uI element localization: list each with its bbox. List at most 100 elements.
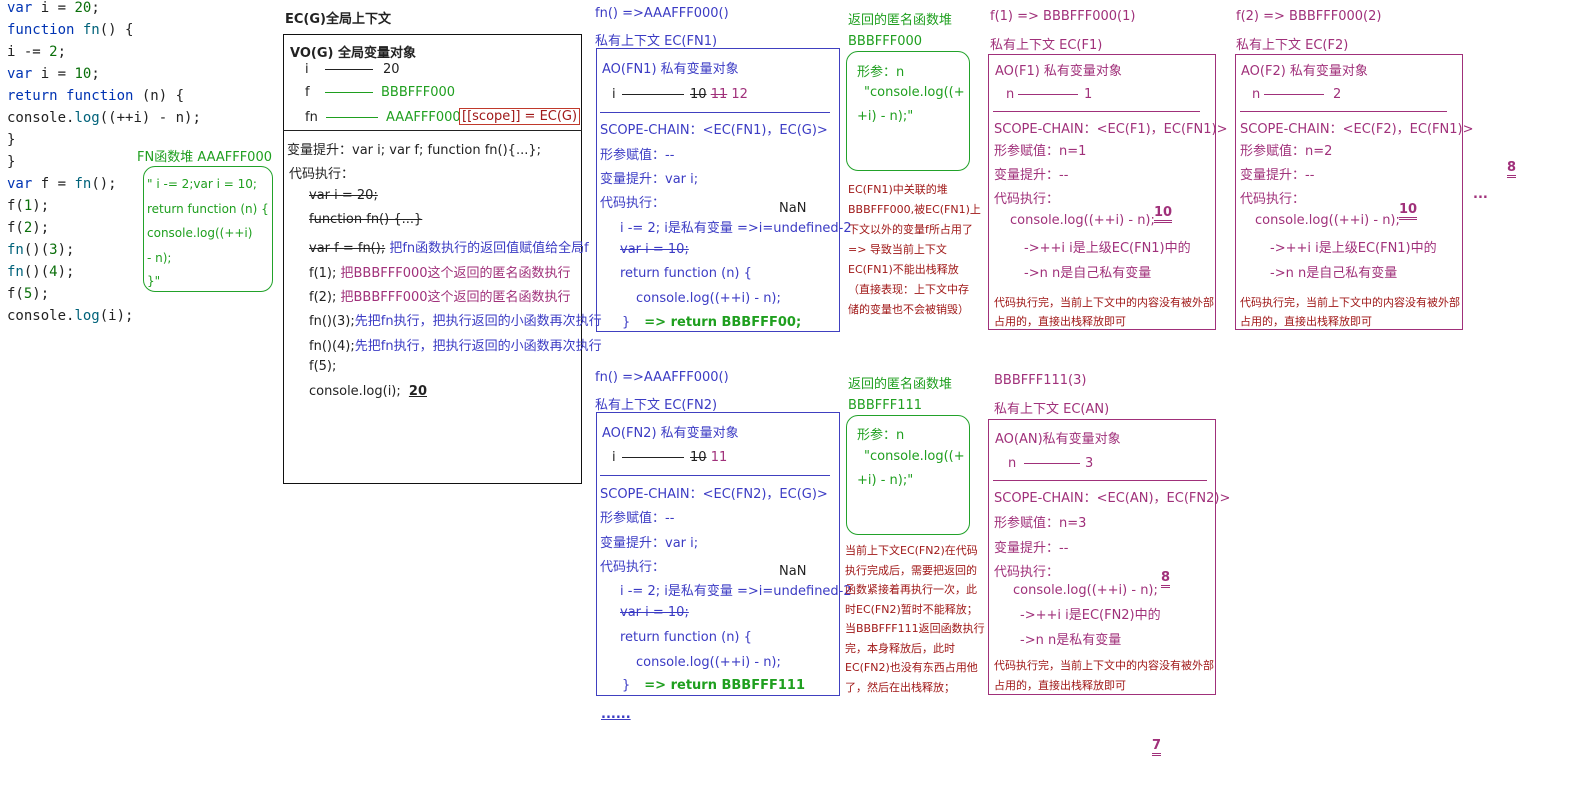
anon2-line-2: "console.log((+ xyxy=(864,449,965,464)
f2-var-name: n xyxy=(1252,87,1261,102)
anon2-line-1: 形参：n xyxy=(857,428,905,443)
fn2-header-2: 私有上下文 EC(FN2) xyxy=(595,398,718,413)
ecg-title: EC(G)全局上下文 xyxy=(285,12,391,27)
fn2-var-name: i xyxy=(612,450,616,465)
anon1-line-2: "console.log((+ xyxy=(864,85,965,100)
f2-header-1: f(2) => BBBFFF000(2) xyxy=(1236,9,1382,24)
fn1-var-values: 10 11 12 xyxy=(690,87,748,102)
fn2-line-4: console.log((++i) - n); xyxy=(636,655,781,670)
code-line-9: var f = fn(); xyxy=(7,176,117,192)
f1-var-name: n xyxy=(1006,87,1015,102)
anon1-line-1: 形参：n xyxy=(857,65,905,80)
ecg-step-3: var f = fn(); 把fn函数执行的返回值赋值给全局f xyxy=(309,241,589,256)
fn-heap-title: FN函数堆 AAAFFF000 xyxy=(137,150,272,165)
ecg-step-1: var i = 20; xyxy=(309,188,378,203)
f2-comment-1: ->++i i是上级EC(FN1)中的 xyxy=(1270,241,1437,256)
f1-log: console.log((++i) - n); xyxy=(1010,213,1155,228)
f1-foot-2: 占用的，直接出栈释放即可 xyxy=(994,315,1126,328)
f1-header-2: 私有上下文 EC(F1) xyxy=(990,38,1103,53)
fn1-line-5: }=> return BBBFFF00; xyxy=(622,315,802,330)
f2-log: console.log((++i) - n); xyxy=(1255,213,1400,228)
fn2-line-5: }=> return BBBFFF111 xyxy=(622,678,805,693)
vo-divider xyxy=(283,130,582,131)
fn-heap-line-4: - n); xyxy=(147,251,172,265)
fn1-divider xyxy=(600,112,830,113)
code-line-15: console.log(i); xyxy=(7,308,134,324)
fn2-chain: SCOPE-CHAIN：<EC(FN2)，EC(G)> xyxy=(600,487,828,502)
fn2-divider xyxy=(600,475,830,476)
fn2-var-arrow xyxy=(622,457,684,458)
code-line-3: i -= 2; xyxy=(7,44,67,60)
code-line-7: } xyxy=(7,132,16,148)
fn-scope-badge: [[scope]] = EC(G) xyxy=(459,108,581,125)
f1-var-value: 1 xyxy=(1084,87,1093,102)
vo-var-f-arrow xyxy=(325,92,373,93)
fn2-line-2: var i = 10; xyxy=(620,605,689,620)
f2-var-value: 2 xyxy=(1333,87,1342,102)
f1-header-1: f(1) => BBBFFF000(1) xyxy=(990,9,1136,24)
f1-result: 10 xyxy=(1154,206,1173,223)
fn2-line-3: return function (n) { xyxy=(620,630,752,645)
ecg-step-4: f(1); 把BBBFFF000这个返回的匿名函数执行 xyxy=(309,266,571,281)
anon1-addr: BBBFFF000 xyxy=(848,34,923,49)
ecg-box xyxy=(283,34,582,484)
code-line-13: fn()(4); xyxy=(7,264,75,280)
code-line-11: f(2); xyxy=(7,220,50,236)
ecg-step-2: function fn() {...} xyxy=(309,212,423,227)
fn2-ellipsis: ...... xyxy=(601,707,631,722)
vo-title: VO(G) 全局变量对象 xyxy=(290,46,416,61)
ecg-result: 20 xyxy=(408,384,427,399)
code-line-12: fn()(3); xyxy=(7,242,75,258)
extra-result-7: 7 xyxy=(1152,739,1162,756)
fn1-line-3: return function (n) { xyxy=(620,266,752,281)
an-box xyxy=(988,419,1216,695)
an-foot-2: 占用的，直接出栈释放即可 xyxy=(994,679,1126,692)
f1-var-arrow xyxy=(1018,94,1078,95)
an-header-1: BBBFFF111(3) xyxy=(994,373,1087,388)
f1-param: 形参赋值：n=1 xyxy=(994,144,1087,159)
fn1-chain: SCOPE-CHAIN：<EC(FN1)，EC(G)> xyxy=(600,123,828,138)
f1-exec: 代码执行： xyxy=(994,192,1060,207)
code-line-8: } xyxy=(7,154,16,170)
anon1-box xyxy=(846,51,970,171)
fn2-hoist: 变量提升：var i; xyxy=(600,536,699,551)
fn1-line-1: i -= 2; i是私有变量 =>i=undefined-2 xyxy=(620,221,852,236)
fn1-hoist: 变量提升：var i; xyxy=(600,172,699,187)
f2-chain: SCOPE-CHAIN：<EC(F2)，EC(FN1)> xyxy=(1240,122,1474,137)
code-line-5: return function (n) { xyxy=(7,88,185,104)
code-line-4: var i = 10; xyxy=(7,66,100,82)
fn-heap-line-1: " i -= 2;var i = 10; xyxy=(147,177,257,191)
fn1-ao: AO(FN1) 私有变量对象 xyxy=(602,62,739,77)
f2-param: 形参赋值：n=2 xyxy=(1240,144,1333,159)
f1-foot-1: 代码执行完，当前上下文中的内容没有被外部 xyxy=(994,296,1214,309)
extra-dots: ... xyxy=(1473,187,1488,202)
f1-box xyxy=(988,54,1216,330)
code-line-10: f(1); xyxy=(7,198,50,214)
ecg-exec-label: 代码执行： xyxy=(289,167,355,182)
fn-heap-line-5: }" xyxy=(147,274,161,288)
an-param: 形参赋值：n=3 xyxy=(994,516,1087,531)
an-hoist: 变量提升：-- xyxy=(994,541,1069,556)
an-log: console.log((++i) - n); xyxy=(1013,583,1158,598)
ecg-step-7: fn()(4);先把fn执行，把执行返回的小函数再次执行 xyxy=(309,339,602,354)
vo-var-f-name: f xyxy=(305,85,310,100)
f2-divider xyxy=(1240,111,1447,112)
an-comment-1: ->++i i是EC(FN2)中的 xyxy=(1020,608,1161,623)
fn-heap-box: " i -= 2;var i = 10; return function (n)… xyxy=(143,166,273,292)
an-var-arrow xyxy=(1024,463,1080,464)
ecg-step-9: console.log(i); 20 xyxy=(309,384,427,399)
fn2-box xyxy=(596,412,840,696)
an-var-value: 3 xyxy=(1085,456,1094,471)
f1-ao: AO(F1) 私有变量对象 xyxy=(995,64,1122,79)
anon2-addr: BBBFFF111 xyxy=(848,398,923,413)
ecg-hoist: 变量提升：var i; var f; function fn(){...}; xyxy=(287,143,542,158)
vo-var-fn-name: fn xyxy=(305,110,318,125)
fn1-line-2: var i = 10; xyxy=(620,242,689,257)
fn2-param: 形参赋值：-- xyxy=(600,511,675,526)
vo-var-i-value: 20 xyxy=(383,62,400,77)
f1-chain: SCOPE-CHAIN：<EC(F1)，EC(FN1)> xyxy=(994,122,1228,137)
anon2-box xyxy=(846,415,970,535)
vo-var-i-name: i xyxy=(305,62,309,77)
f1-divider xyxy=(993,111,1200,112)
